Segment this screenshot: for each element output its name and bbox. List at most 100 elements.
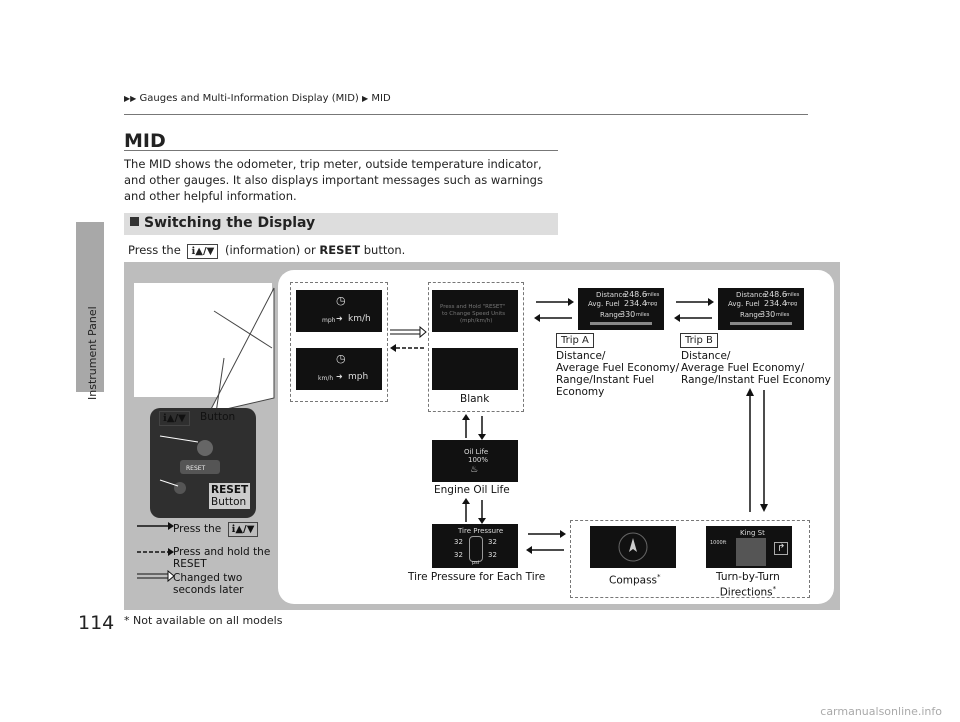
turn-map xyxy=(736,538,766,566)
tire-unit: psi xyxy=(472,560,480,566)
trip-b-fuel-unit: mpg xyxy=(786,301,798,307)
trip-a-fuel-lbl: Avg. Fuel xyxy=(588,300,620,308)
page-title: MID xyxy=(124,130,166,152)
tire-fr: 32 xyxy=(488,538,497,546)
trip-b-range-lbl: Range xyxy=(740,311,763,319)
wheel-info-key-icon: ℹ▲/▼ xyxy=(159,411,190,426)
turn-arrow-icon: ↱ xyxy=(774,542,789,555)
breadcrumb-part2[interactable]: MID xyxy=(371,93,391,104)
blank-label: Blank xyxy=(460,393,490,405)
section-bar xyxy=(124,213,558,235)
trip-b-dist-unit: miles xyxy=(786,292,800,298)
oil-title: Oil Life xyxy=(464,448,489,456)
press-suffix: button. xyxy=(363,243,406,257)
fuel-economy-bar xyxy=(730,322,792,325)
press-reset: RESET xyxy=(319,243,361,257)
turn-dist: 1000ft xyxy=(710,540,727,546)
compass-icon xyxy=(618,532,648,562)
info-key-icon: ℹ▲/▼ xyxy=(187,244,219,259)
press-line: Press the ℹ▲/▼ (information) or RESET bu… xyxy=(128,243,405,259)
compass-label: Compass* xyxy=(609,573,661,587)
wheel-key-box: ℹ▲/▼ xyxy=(156,411,193,426)
press-prefix: Press the xyxy=(128,243,181,257)
trip-b-dist-val: 248.6 xyxy=(764,290,787,299)
unit-screen-a: ◷ mph ➜ km/h xyxy=(296,290,382,332)
blank-screen xyxy=(432,348,518,390)
blank-group xyxy=(428,282,524,412)
tire-pressure-label: Tire Pressure for Each Tire xyxy=(408,571,546,583)
arrows-tripB-nav xyxy=(746,388,768,512)
section-title: Switching the Display xyxy=(144,215,316,231)
oil-can-icon: ♨ xyxy=(470,465,479,475)
arrow-icon: ➜ xyxy=(336,372,343,381)
trip-a-range-unit: miles xyxy=(636,312,650,318)
trip-b-screen: Distance 248.6 miles Avg. Fuel 234.4 mpg… xyxy=(718,288,804,330)
svg-text:RESET: RESET xyxy=(186,465,206,472)
trip-b-desc: Distance/Average Fuel Economy/Range/Inst… xyxy=(681,350,831,386)
arrows-oil-tire xyxy=(462,498,486,524)
unit-a-to: km/h xyxy=(348,314,371,324)
trip-b-range-unit: miles xyxy=(776,312,790,318)
tire-pressure-screen: Tire Pressure 32 32 32 32 psi xyxy=(432,524,518,568)
breadcrumb-arrow-icon: ▶ xyxy=(362,94,369,103)
oil-value: 100% xyxy=(468,456,489,464)
trip-a-tag: Trip A xyxy=(556,333,594,348)
section-heading: Switching the Display xyxy=(130,215,315,231)
header-rule xyxy=(124,114,808,115)
tire-title: Tire Pressure xyxy=(458,527,504,535)
tire-rr: 32 xyxy=(488,551,497,559)
nav-group xyxy=(570,520,810,598)
oil-life-screen: Oil Life 100% ♨ xyxy=(432,440,518,482)
breadcrumb-part1[interactable]: Gauges and Multi-Information Display (MI… xyxy=(139,93,359,104)
unit-a-from: mph xyxy=(322,317,336,324)
hold-msg-2: to Change Speed Units xyxy=(442,311,506,317)
unit-screen-b: ◷ km/h ➜ mph xyxy=(296,348,382,390)
trip-b-fuel-val: 234.4 xyxy=(764,299,787,308)
arrows-blank-oil xyxy=(462,414,486,440)
legend-press: Press the ℹ▲/▼ xyxy=(173,522,261,537)
hold-msg-3: (mph/km/h) xyxy=(460,318,493,324)
arrow-icon: ➜ xyxy=(336,314,343,323)
legend-info-key-icon: ℹ▲/▼ xyxy=(227,522,259,537)
group-arrows xyxy=(390,325,427,352)
fuel-economy-bar xyxy=(590,322,652,325)
breadcrumb: ▶▶ Gauges and Multi-Information Display … xyxy=(124,93,391,104)
hold-msg-1: Press and Hold "RESET" xyxy=(440,304,506,310)
trip-b-fuel-lbl: Avg. Fuel xyxy=(728,300,760,308)
intro-text: The MID shows the odometer, trip meter, … xyxy=(124,157,543,203)
turn-by-turn-screen: King St 1000ft ↱ xyxy=(706,526,792,568)
trip-b-tag: Trip B xyxy=(680,333,718,348)
footnote: * Not available on all models xyxy=(124,614,283,627)
title-rule xyxy=(124,150,558,151)
unit-b-to: mph xyxy=(348,372,369,382)
section-square-icon xyxy=(130,217,139,226)
speedometer-icon: ◷ xyxy=(336,294,346,307)
trip-a-screen: Distance 248.6 miles Avg. Fuel 234.4 mpg… xyxy=(578,288,664,330)
car-outline-icon xyxy=(469,536,483,562)
trip-a-fuel-unit: mpg xyxy=(646,301,658,307)
legend-arrows xyxy=(137,522,174,583)
speedometer-icon: ◷ xyxy=(336,352,346,365)
arrows-tire-nav xyxy=(526,530,566,554)
wheel-detail: RESET xyxy=(159,435,220,494)
breadcrumb-arrow-icon: ▶▶ xyxy=(124,94,137,103)
wheel-button-label: Button xyxy=(200,411,236,423)
sidebar-label: Instrument Panel xyxy=(86,306,99,400)
arrows-tripA-tripB xyxy=(674,298,714,322)
arrows-blank-tripA xyxy=(534,298,574,322)
page-number: 114 xyxy=(78,612,115,634)
trip-b-range-val: 330 xyxy=(760,310,776,319)
watermark: carmanualsonline.info xyxy=(820,705,942,718)
trip-a-dist-lbl: Distance xyxy=(596,291,627,299)
hold-message-screen: Press and Hold "RESET" to Change Speed U… xyxy=(432,290,518,332)
press-middle: (information) or xyxy=(224,243,316,257)
trip-a-dist-unit: miles xyxy=(646,292,660,298)
sidebar-tab xyxy=(76,222,104,392)
trip-a-dist-val: 248.6 xyxy=(624,290,647,299)
trip-a-range-lbl: Range xyxy=(600,311,623,319)
unit-b-from: km/h xyxy=(318,375,334,382)
